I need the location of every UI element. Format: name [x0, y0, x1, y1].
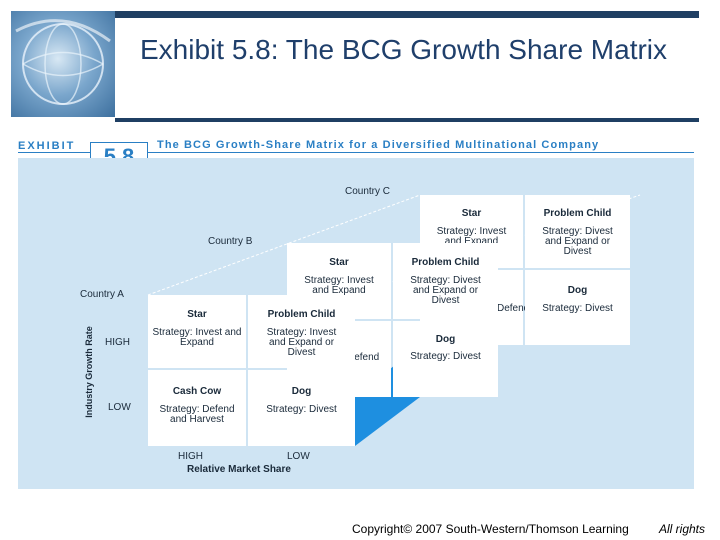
x-axis-label: Relative Market Share [187, 464, 291, 475]
country-c-dog-title: Dog [525, 285, 630, 296]
country-a-problem-child-cell: Problem Child Strategy: Invest and Expan… [248, 295, 355, 368]
country-c-problem-child-strategy: Strategy: Divest and Expand or Divest [525, 227, 630, 257]
country-a-cash-cow-cell: Cash Cow Strategy: Defend and Harvest [148, 370, 246, 446]
country-a-star-cell: Star Strategy: Invest and Expand [148, 295, 246, 368]
country-b-dog-strategy: Strategy: Divest [393, 352, 498, 362]
country-a-dog-title: Dog [248, 386, 355, 397]
column-label-high: HIGH [178, 451, 203, 462]
country-c-problem-child-cell: Problem Child Strategy: Divest and Expan… [525, 195, 630, 268]
country-b-problem-child-strategy: Strategy: Divest and Expand or Divest [393, 276, 498, 306]
country-a-cash-cow-strategy: Strategy: Defend and Harvest [148, 405, 246, 425]
country-a-star-strategy: Strategy: Invest and Expand [148, 328, 246, 348]
country-c-star-title: Star [420, 208, 523, 219]
country-a-dog-strategy: Strategy: Divest [248, 405, 355, 415]
rights-text: All rights [659, 522, 705, 536]
country-c-label: Country C [345, 186, 390, 197]
country-a-label: Country A [80, 289, 124, 300]
country-a-problem-child-strategy: Strategy: Invest and Expand or Divest [248, 328, 355, 358]
row-label-low: LOW [108, 402, 131, 413]
country-b-problem-child-title: Problem Child [393, 257, 498, 268]
country-b-star-strategy: Strategy: Invest and Expand [287, 276, 391, 296]
column-label-low: LOW [287, 451, 310, 462]
country-b-dog-cell: Dog Strategy: Divest [393, 321, 498, 397]
country-c-dog-cell: Dog Strategy: Divest [525, 270, 630, 345]
country-c-problem-child-title: Problem Child [525, 208, 630, 219]
country-a-star-title: Star [148, 309, 246, 320]
country-a-dog-cell: Dog Strategy: Divest [248, 370, 355, 446]
country-c-dog-strategy: Strategy: Divest [525, 304, 630, 314]
row-label-high: HIGH [105, 337, 130, 348]
country-b-problem-child-cell: Problem Child Strategy: Divest and Expan… [393, 243, 498, 319]
copyright-text: Copyright© 2007 South-Western/Thomson Le… [352, 522, 629, 536]
y-axis-label: Industry Growth Rate [84, 326, 94, 418]
country-a-cash-cow-title: Cash Cow [148, 386, 246, 397]
country-b-label: Country B [208, 236, 252, 247]
country-b-dog-title: Dog [393, 334, 498, 345]
country-b-star-title: Star [287, 257, 391, 268]
country-a-problem-child-title: Problem Child [248, 309, 355, 320]
